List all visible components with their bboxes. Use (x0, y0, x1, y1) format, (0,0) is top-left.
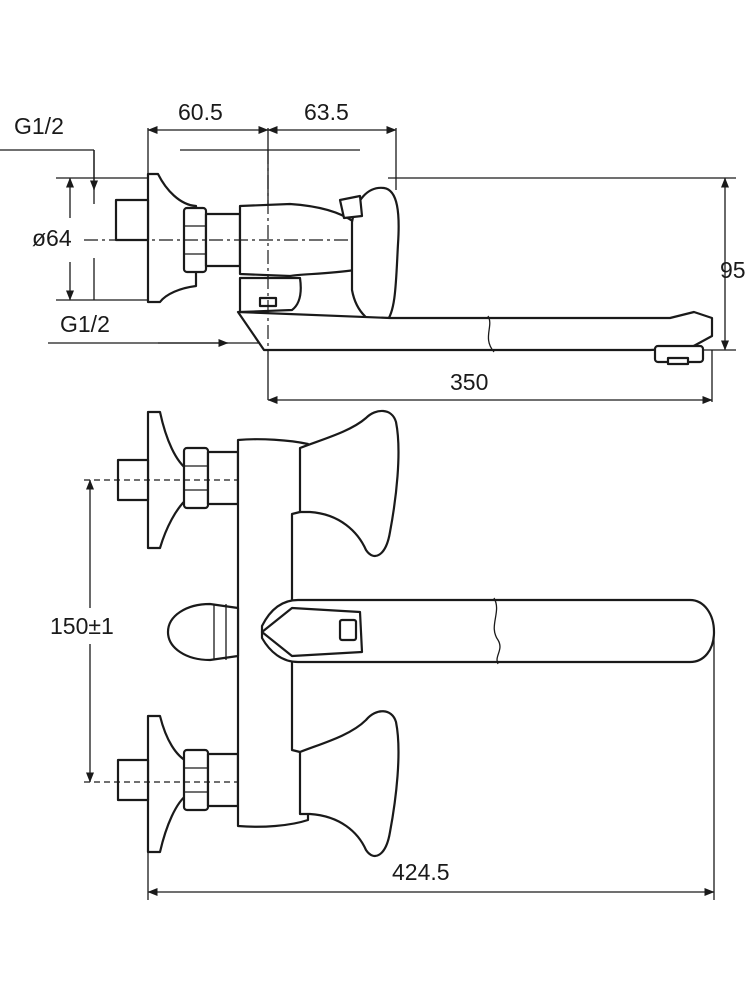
side-view: G1/2 60.5 63.5 ø64 G1/2 95 350 (0, 99, 746, 404)
label-spout-length: 350 (450, 369, 488, 395)
top-spout-break (493, 597, 501, 665)
label-inlet-spacing: 150±1 (50, 613, 114, 639)
lever-knob (338, 194, 364, 220)
top-inlet-fitting (116, 458, 150, 502)
diverter-knob (166, 602, 240, 662)
spout-collar (238, 276, 302, 314)
label-overall-length: 424.5 (392, 859, 450, 885)
label-thread-bottom: G1/2 (60, 311, 110, 337)
label-thread-top: G1/2 (14, 113, 64, 139)
top-view: 150±1 424.5 (48, 409, 716, 900)
label-diameter: ø64 (32, 225, 72, 251)
spout-arm (236, 310, 714, 352)
top-diverter-slot (338, 618, 358, 642)
top-lever (298, 409, 400, 558)
bottom-lever (298, 710, 400, 858)
inlet-fitting (114, 198, 150, 242)
bottom-inlet-fitting (116, 758, 150, 802)
label-height: 95 (720, 257, 746, 283)
label-width-a: 60.5 (178, 99, 223, 125)
label-width-b: 63.5 (304, 99, 349, 125)
top-hex-nut (182, 446, 210, 510)
bottom-hex-nut (182, 748, 210, 812)
bottom-inlet-assembly (116, 714, 240, 854)
spout-break-mark (487, 315, 495, 353)
top-spout-collar (260, 606, 364, 658)
bottom-rosette (146, 714, 190, 854)
